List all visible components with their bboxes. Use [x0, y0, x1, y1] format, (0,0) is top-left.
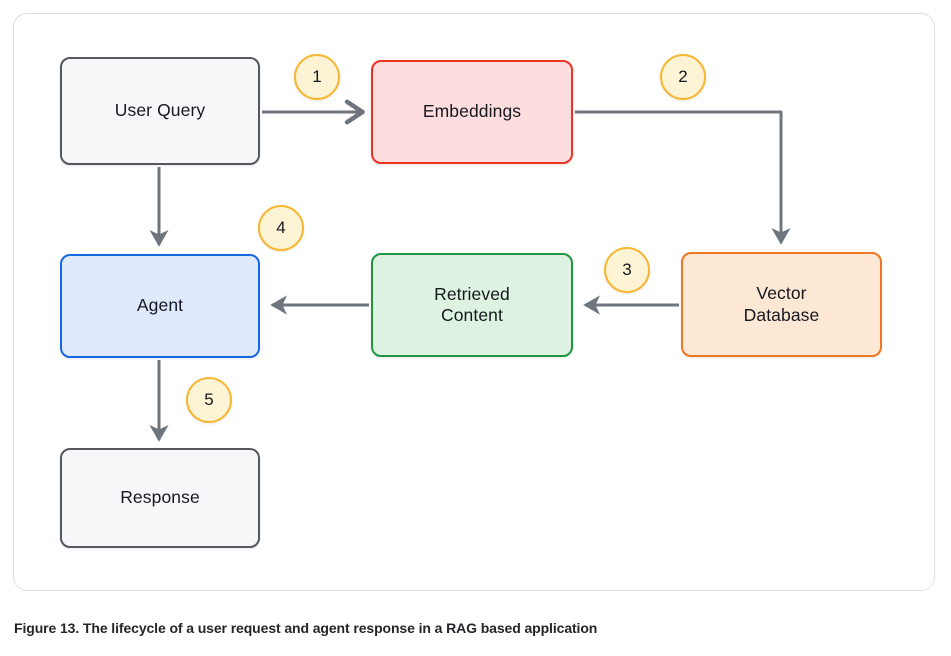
step-badge-5: 5 [186, 377, 232, 423]
edge-embeddings-to-vector-database [575, 110, 791, 245]
node-vector-database[interactable]: Vector Database [681, 252, 882, 357]
node-agent-label: Agent [136, 295, 184, 316]
figure-caption: Figure 13. The lifecycle of a user reque… [14, 620, 598, 636]
node-response[interactable]: Response [60, 448, 260, 548]
node-retrieved-content[interactable]: Retrieved Content [371, 253, 573, 357]
step-badge-2: 2 [660, 54, 706, 100]
rag-lifecycle-diagram: User Query Embeddings Vector Database Re… [60, 54, 882, 548]
step-badge-1: 1 [294, 54, 340, 100]
node-user-query[interactable]: User Query [60, 57, 260, 165]
node-retrieved-content-label: Retrieved Content [434, 283, 510, 325]
node-user-query-label: User Query [114, 100, 206, 121]
node-embeddings-label: Embeddings [422, 101, 522, 122]
step-badge-2-number: 2 [678, 67, 688, 86]
step-badge-3-number: 3 [622, 260, 632, 279]
node-embeddings[interactable]: Embeddings [371, 60, 573, 164]
step-badge-4-number: 4 [276, 218, 286, 237]
step-badge-3: 3 [604, 247, 650, 293]
node-response-label: Response [120, 487, 200, 508]
node-agent[interactable]: Agent [60, 254, 260, 358]
step-badge-4: 4 [258, 205, 304, 251]
step-badge-5-number: 5 [204, 390, 214, 409]
step-badge-1-number: 1 [312, 67, 322, 86]
node-vector-database-label: Vector Database [743, 283, 820, 325]
